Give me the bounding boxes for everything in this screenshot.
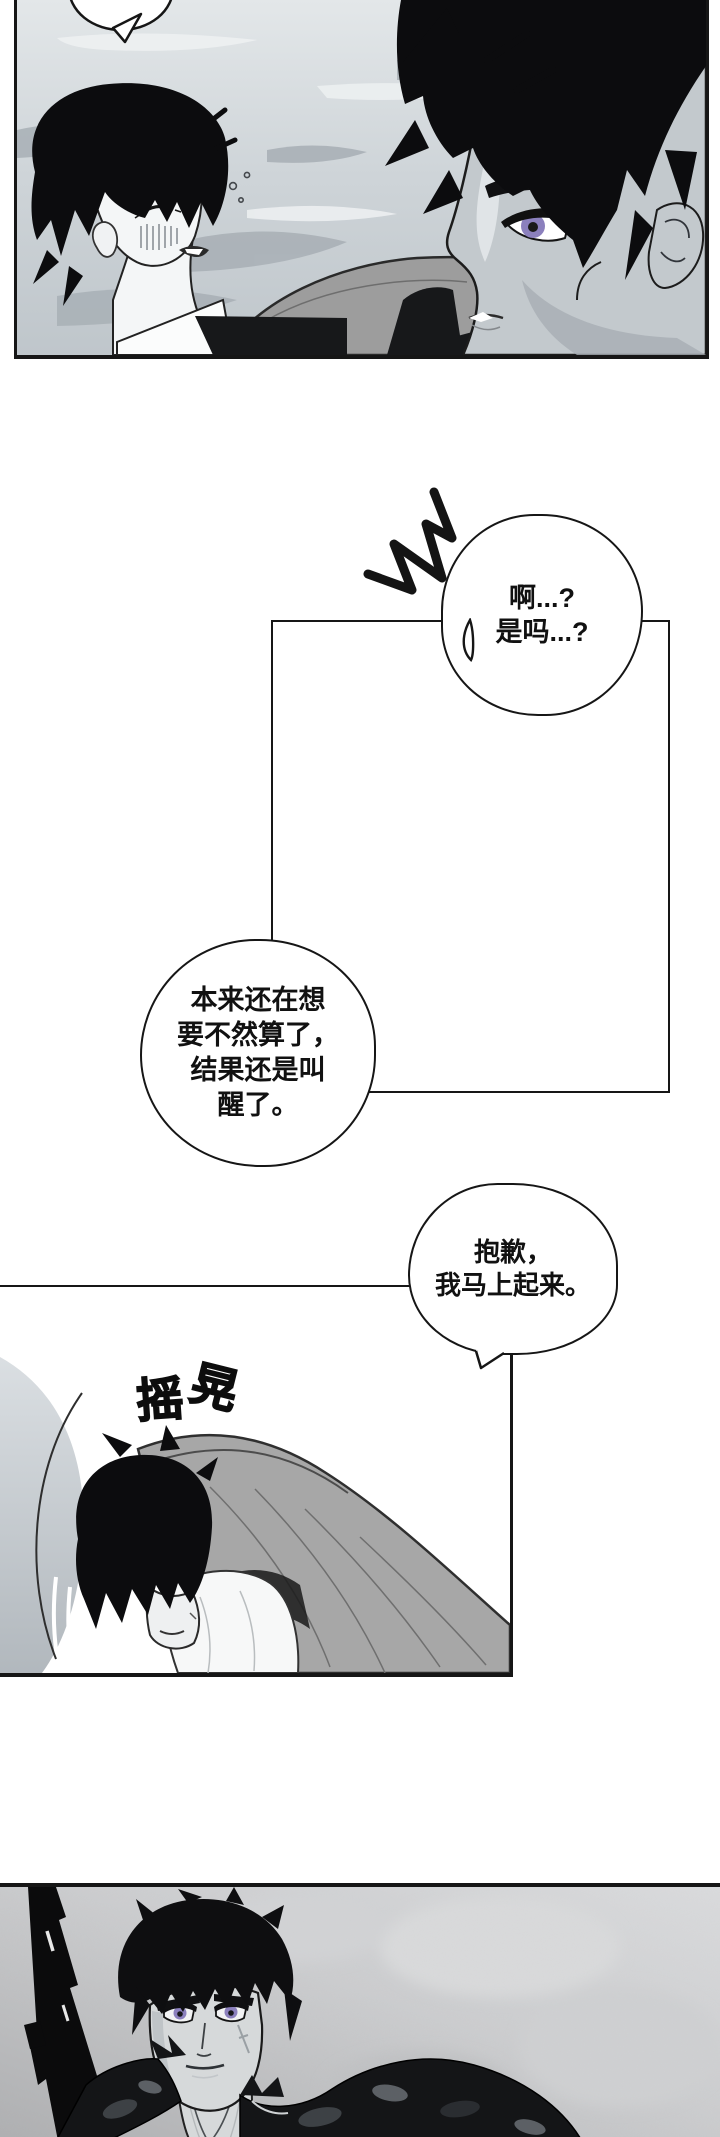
soldier-nose	[196, 2022, 212, 2057]
shock-zigzag-mark	[363, 487, 457, 595]
waking-man-hair	[76, 1454, 213, 1629]
soldier-mouth	[185, 2063, 225, 2070]
bubble2-line1: 本来还在想	[190, 985, 326, 1015]
sleeping-man-ear	[91, 221, 119, 258]
soldier	[57, 1887, 581, 2137]
rifle	[24, 1887, 113, 2137]
speech-bubble-3: 抱歉， 我马上起来。	[408, 1183, 618, 1355]
water-droplets	[228, 171, 251, 204]
sleeping-man	[31, 83, 347, 355]
leaning-man	[385, 0, 706, 355]
panel-water-scene	[14, 0, 709, 359]
leaning-man-hair	[396, 0, 706, 268]
bubble2-line2: 要不然算了，	[177, 1020, 339, 1050]
waking-man-mouth	[159, 1630, 185, 1635]
sway-motion-line	[35, 1392, 83, 1660]
water-reflection-streaks	[51, 1576, 76, 1673]
camo-pattern	[102, 2080, 546, 2135]
waking-man-face	[145, 1585, 200, 1650]
bubble3-line2: 我马上起来。	[434, 1270, 591, 1300]
sleeping-man-hair	[31, 83, 229, 256]
left-gray-wash	[0, 1357, 84, 1673]
bubble3-line1: 抱歉，	[473, 1237, 552, 1267]
sfx-shake-char1: 摇	[134, 1371, 186, 1429]
bubble1-line1: 啊...?	[509, 583, 575, 613]
bubble3-tail	[474, 1350, 505, 1370]
bubble1-line2: 是吗...?	[495, 617, 589, 647]
leaning-man-ear	[647, 202, 705, 290]
leaning-man-collar	[387, 287, 463, 355]
sleeping-man-jacket	[195, 316, 347, 355]
shirt-collar	[116, 298, 235, 355]
bubble2-line4: 醒了。	[217, 1090, 299, 1120]
water-scene-art	[17, 0, 706, 355]
speech-bubble-2: 本来还在想 要不然算了， 结果还是叫 醒了。	[140, 939, 376, 1167]
cheek-scar	[237, 2024, 250, 2054]
waking-scene-art	[0, 1357, 510, 1673]
panel-soldier	[0, 1883, 720, 2137]
panel-waking-up: 摇 晃	[0, 1285, 513, 1677]
partial-bubble-top-left	[69, 0, 173, 44]
bubble2-line3: 结果还是叫	[190, 1055, 326, 1085]
camo-jacket	[57, 2035, 581, 2137]
speech-bubble-1: 啊...? 是吗...?	[441, 514, 643, 716]
blush-hatching	[140, 224, 178, 250]
sigh-drop-mark	[462, 618, 475, 663]
soldier-hair	[118, 1898, 294, 2014]
jaw-shadow	[522, 280, 706, 355]
soldier-scene-art	[0, 1887, 720, 2137]
